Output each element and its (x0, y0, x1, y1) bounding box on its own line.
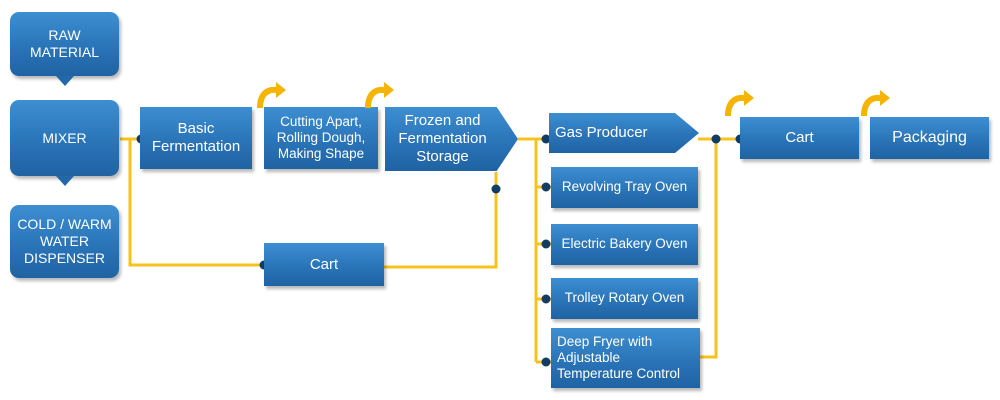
basic-fermentation-label: Basic Fermentation (151, 120, 241, 155)
gas-producer-label: Gas Producer (555, 124, 648, 141)
cutting-apart-node: Cutting Apart, Rolling Dough, Making Sha… (264, 107, 378, 169)
cart-right-label: Cart (785, 129, 814, 146)
mixer-label: MIXER (42, 129, 87, 146)
water-dispenser-node: COLD / WARM WATER DISPENSER (10, 205, 119, 278)
basic-fermentation-node: Basic Fermentation (140, 107, 252, 169)
water-dispenser-label: COLD / WARM WATER DISPENSER (17, 216, 112, 266)
junction-dot (711, 134, 721, 144)
curved-arrow-icon (365, 82, 394, 108)
junction-dot (541, 294, 551, 304)
curved-arrow-icon (725, 90, 754, 116)
deep-fryer-label: Deep Fryer with Adjustable Temperature C… (557, 333, 681, 382)
junction-dot (491, 184, 501, 194)
revolving-tray-oven-node: Revolving Tray Oven (551, 167, 698, 208)
connector-fryer-riser (700, 139, 718, 359)
frozen-storage-label: Frozen and Fermentation Storage (398, 112, 487, 165)
junction-dot (541, 357, 551, 367)
connector-mixer-cart (128, 139, 264, 267)
frozen-storage-node: Frozen and Fermentation Storage (385, 107, 518, 171)
electric-bakery-oven-label: Electric Bakery Oven (561, 236, 688, 252)
mixer-pointer (56, 176, 74, 186)
mixer-node: MIXER (10, 100, 119, 176)
trolley-rotary-oven-node: Trolley Rotary Oven (551, 278, 698, 319)
raw-material-pointer (56, 76, 74, 86)
packaging-node: Packaging (870, 117, 989, 159)
trolley-rotary-oven-label: Trolley Rotary Oven (564, 290, 685, 306)
connector-cart-storage (384, 172, 498, 269)
curved-arrow-icon (257, 82, 286, 108)
curved-arrow-icon (861, 90, 890, 116)
junction-dot (541, 239, 551, 249)
electric-bakery-oven-node: Electric Bakery Oven (551, 224, 698, 265)
packaging-label: Packaging (892, 129, 967, 147)
deep-fryer-node: Deep Fryer with Adjustable Temperature C… (551, 328, 700, 388)
junction-dot (541, 134, 551, 144)
raw-material-node: RAW MATERIAL (10, 12, 119, 76)
cutting-apart-label: Cutting Apart, Rolling Dough, Making Sha… (276, 113, 366, 162)
cart-lower-node: Cart (264, 243, 384, 286)
revolving-tray-oven-label: Revolving Tray Oven (561, 179, 688, 195)
gas-producer-node: Gas Producer (549, 113, 699, 153)
cart-right-node: Cart (740, 117, 859, 159)
junction-dot (541, 182, 551, 192)
cart-lower-label: Cart (309, 255, 339, 273)
raw-material-label: RAW MATERIAL (30, 27, 99, 60)
